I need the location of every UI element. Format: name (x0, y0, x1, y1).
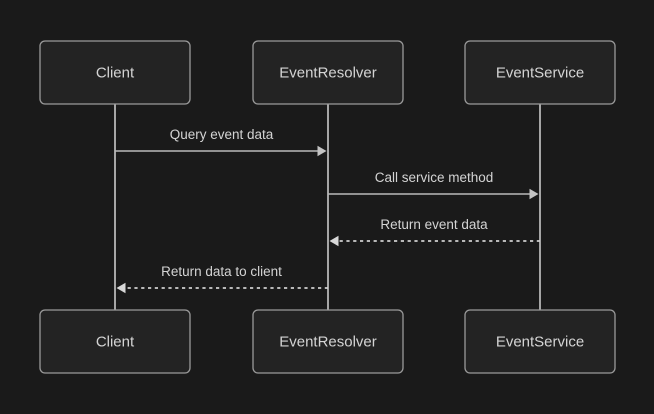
message-2: Call service method (328, 170, 539, 200)
message-1: Query event data (115, 127, 327, 157)
message-arrowhead-2 (529, 188, 539, 200)
message-label-2: Call service method (375, 170, 494, 185)
participant-rect-client-bottom[interactable] (39, 309, 191, 374)
message-arrowhead-4 (116, 282, 126, 294)
participant-label-eventresolver-top: EventResolver (279, 64, 377, 81)
participant-label-eventservice-bottom: EventService (496, 333, 584, 350)
participant-label-eventservice-top: EventService (496, 64, 584, 81)
participant-box-eventservice-bottom[interactable]: EventService (464, 309, 616, 374)
message-arrowhead-1 (317, 145, 327, 157)
message-label-3: Return event data (380, 217, 488, 232)
participant-box-eventresolver-top[interactable]: EventResolver (252, 40, 404, 105)
message-label-1: Query event data (170, 127, 274, 142)
participant-rect-eventresolver-top[interactable] (252, 40, 404, 105)
participant-box-eventresolver-bottom[interactable]: EventResolver (252, 309, 404, 374)
participant-rect-client-top[interactable] (39, 40, 191, 105)
participant-label-eventresolver-bottom: EventResolver (279, 333, 377, 350)
participant-rect-eventresolver-bottom[interactable] (252, 309, 404, 374)
message-3: Return event data (329, 217, 540, 247)
participant-rect-eventservice-bottom[interactable] (464, 309, 616, 374)
message-4: Return data to client (116, 264, 328, 294)
message-label-4: Return data to client (161, 264, 282, 279)
participant-box-client-top[interactable]: Client (39, 40, 191, 105)
participant-label-client-top: Client (96, 64, 135, 81)
participant-rect-eventservice-top[interactable] (464, 40, 616, 105)
message-arrowhead-3 (329, 235, 339, 247)
participant-box-eventservice-top[interactable]: EventService (464, 40, 616, 105)
participant-box-client-bottom[interactable]: Client (39, 309, 191, 374)
participant-label-client-bottom: Client (96, 333, 135, 350)
